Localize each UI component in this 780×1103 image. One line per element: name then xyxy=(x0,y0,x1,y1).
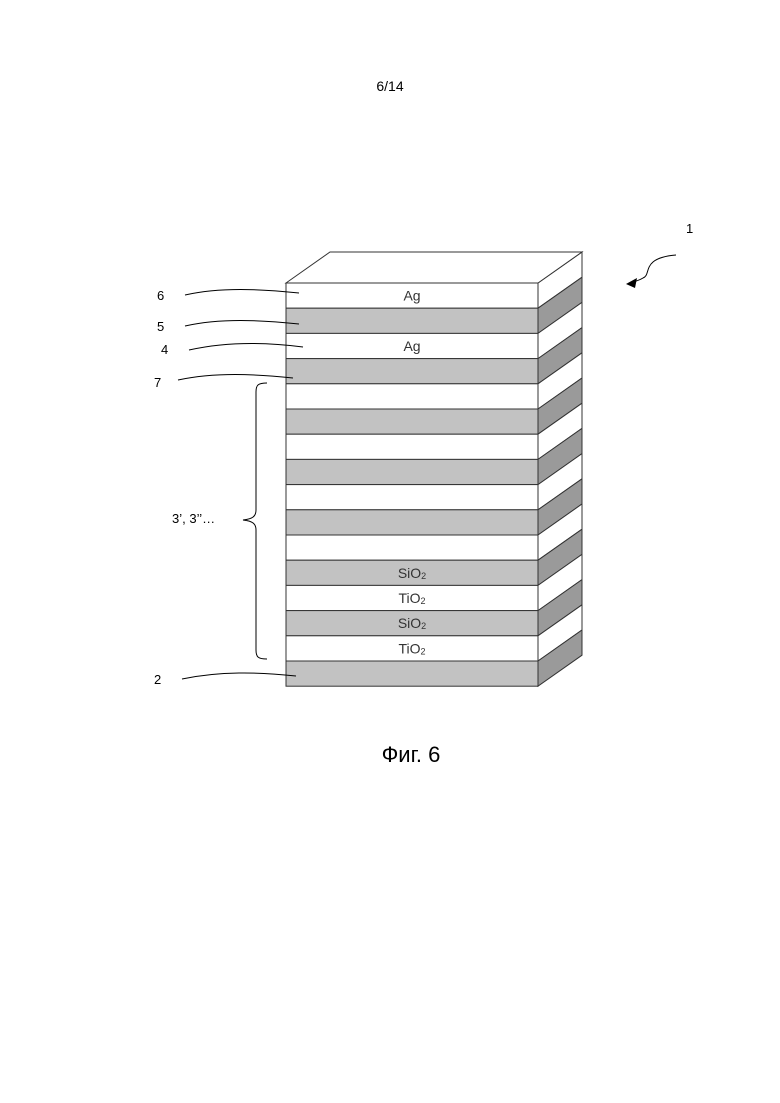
ref-label-5: 5 xyxy=(157,319,164,334)
layer-front-face xyxy=(286,308,538,333)
stack-top-face xyxy=(286,252,582,283)
layer-label: Ag xyxy=(403,288,420,304)
leader-line-6 xyxy=(185,290,299,296)
arrowhead-icon xyxy=(626,278,637,288)
leader-line-5 xyxy=(185,321,299,327)
ref-label-1: 1 xyxy=(686,221,693,236)
leader-line-7 xyxy=(178,375,293,381)
layer-front-face xyxy=(286,535,538,560)
ref-label-7: 7 xyxy=(154,375,161,390)
layer-label: Ag xyxy=(403,338,420,354)
leader-line-2 xyxy=(182,673,296,679)
layer-front-face xyxy=(286,459,538,484)
stack-brace xyxy=(243,383,267,659)
ref-label-2: 2 xyxy=(154,672,161,687)
layer-front-face xyxy=(286,510,538,535)
layer-front-face xyxy=(286,434,538,459)
layers-group: AgAgSiO2TiO2SiO2TiO2 xyxy=(286,252,582,686)
ref-label-4: 4 xyxy=(161,342,168,357)
layer-front-face xyxy=(286,359,538,384)
ref-label-stack: 3’, 3’’… xyxy=(172,511,215,526)
figure-caption: Фиг. 6 xyxy=(0,742,780,768)
layer-front-face xyxy=(286,485,538,510)
layer-front-face xyxy=(286,384,538,409)
layer-front-face xyxy=(286,409,538,434)
ref-label-6: 6 xyxy=(157,288,164,303)
layer-front-face xyxy=(286,661,538,686)
